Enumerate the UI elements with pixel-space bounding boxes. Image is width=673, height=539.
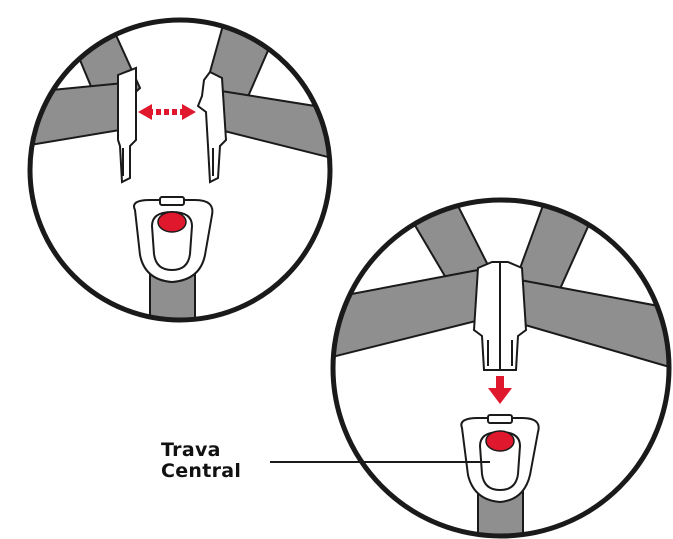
release-button-red-b (485, 430, 515, 452)
left-waist-strap (30, 80, 137, 152)
panel-a-border (27, 17, 333, 323)
central-lock-label: Trava Central (161, 440, 281, 482)
arrow-down-icon (488, 376, 512, 404)
panel-buckle-open (27, 17, 333, 323)
callout-label-line1: Trava (161, 439, 221, 461)
panel-buckle-closed (330, 197, 672, 539)
left-buckle-tongue (117, 66, 137, 184)
double-headed-arrow-icon (138, 104, 196, 120)
callout-label-line2: Central (161, 460, 242, 482)
panel-b-border (330, 197, 672, 539)
right-buckle-tongue (196, 70, 228, 184)
release-button-red (157, 211, 187, 233)
